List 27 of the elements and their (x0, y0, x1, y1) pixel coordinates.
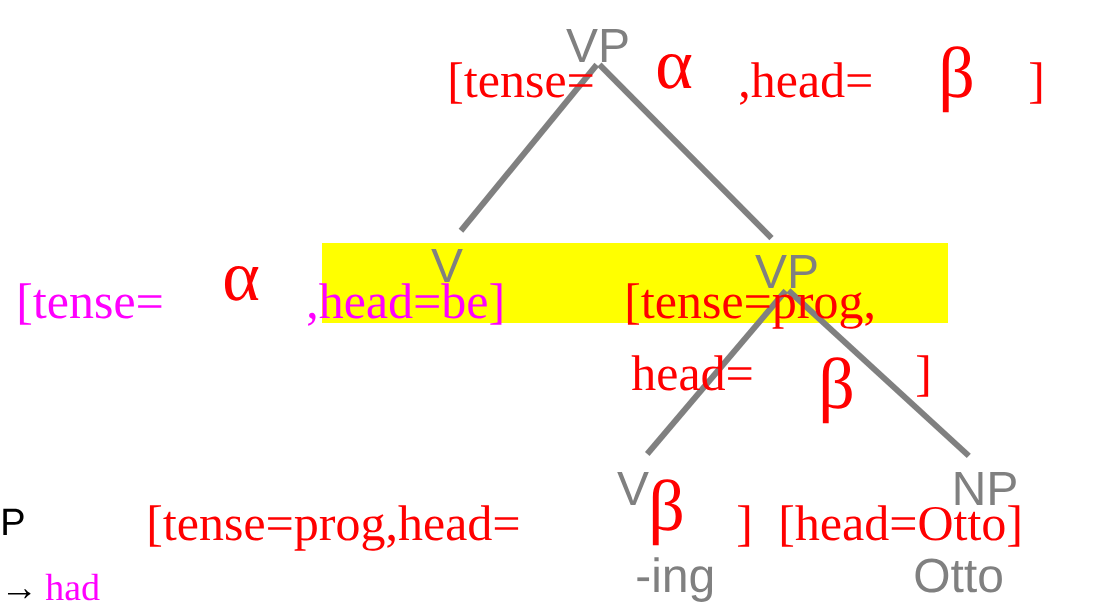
tree-node-label: NP (955, 471, 1016, 505)
feature-label: head= (631, 355, 752, 391)
feature-label: [tense= (19, 283, 162, 325)
word-label: had (45, 573, 100, 601)
word-label: → (7, 589, 31, 599)
tree-branch (597, 62, 774, 241)
feature-label: [head=Otto] (781, 505, 1020, 547)
tree-branch (644, 288, 788, 456)
feature-label: ] (738, 505, 750, 547)
tree-node-label: VP (566, 28, 628, 62)
tree-branch (458, 62, 600, 233)
feature-label: α (224, 266, 259, 301)
feature-label: β (942, 46, 972, 113)
feature-label: β (652, 479, 682, 546)
feature-label: ] (1030, 62, 1042, 104)
feature-label: ,head= (740, 62, 871, 105)
feature-label: [tense=prog,head= (149, 505, 519, 551)
feature-label: β (822, 357, 852, 424)
feature-label: α (657, 54, 692, 89)
feature-label: ] (917, 355, 929, 397)
tree-branch (786, 288, 971, 459)
word-label: P (3, 508, 24, 535)
word-label: Otto (915, 558, 1002, 593)
word-label: -ing (637, 557, 713, 602)
tree-node-label: V (617, 471, 649, 505)
tree-node-label: V (431, 248, 463, 282)
feature-label: [tense= (450, 62, 593, 104)
